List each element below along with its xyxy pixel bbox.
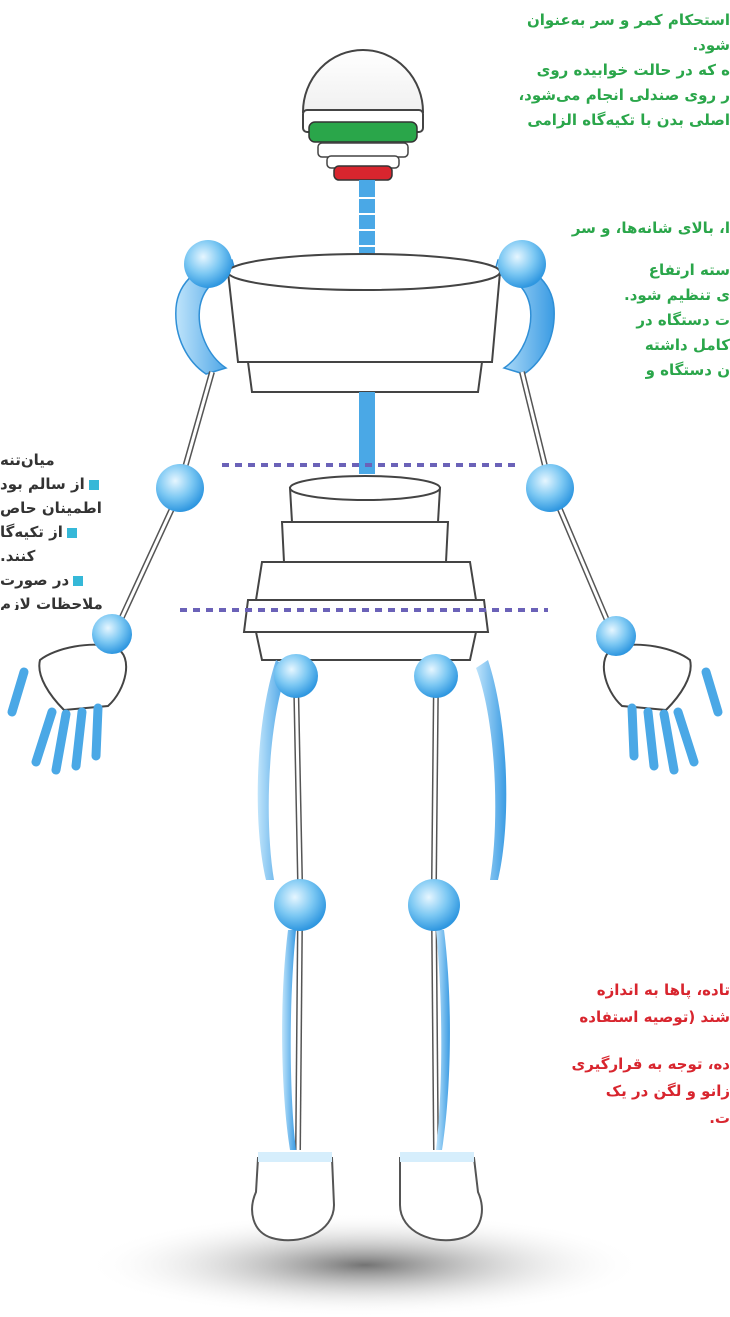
- left-text-line: کنند.: [0, 544, 103, 568]
- right-green-text-line: کامل داشته: [624, 333, 730, 358]
- bullet-square-icon: [67, 528, 77, 538]
- left-text-clip: میان‌تنه از سالم بود اطمینان حاص از تکیه…: [0, 448, 132, 610]
- left-text-line: از تکیه‌گا: [0, 520, 103, 544]
- red-text-line: ده، توجه به قرارگیری: [572, 1051, 730, 1078]
- top-text-line: شود.: [518, 33, 730, 58]
- left-text-line: از سالم بود: [0, 472, 103, 496]
- robot-head: [303, 50, 423, 180]
- red-text-block: تاده، پاها به اندازه شند (توصیه استفاده …: [572, 977, 730, 1132]
- robot-chest: [228, 254, 500, 392]
- red-text-line: تاده، پاها به اندازه: [572, 977, 730, 1004]
- top-text-line: ر روی صندلی انجام می‌شود،: [518, 83, 730, 108]
- top-text-line: ه که در حالت خوابیده روی: [518, 58, 730, 83]
- red-text-line: زانو و لگن در یک: [572, 1078, 730, 1105]
- right-hand: [604, 645, 718, 770]
- left-elbow-joint: [156, 464, 204, 512]
- left-hip-joint: [274, 654, 318, 698]
- left-knee-joint: [274, 879, 326, 931]
- right-green-text-line: ی تنظیم شود.: [624, 283, 730, 308]
- red-text-line: ت.: [572, 1105, 730, 1132]
- waist-spine: [359, 392, 375, 474]
- right-green-text-block: سته ارتفاع ی تنظیم شود. ت دستگاه در کامل…: [624, 258, 730, 383]
- shoulder-text: ا، بالای شانه‌ها، و سر: [572, 216, 730, 241]
- left-wrist-joint: [92, 614, 132, 654]
- right-green-text-line: سته ارتفاع: [624, 258, 730, 283]
- left-hand: [12, 645, 126, 770]
- robot-abdomen: [282, 476, 448, 562]
- right-knee-joint: [408, 879, 460, 931]
- red-text-line: شند (توصیه استفاده: [572, 1004, 730, 1031]
- bullet-square-icon: [73, 576, 83, 586]
- shoulder-text-line: ا، بالای شانه‌ها، و سر: [572, 216, 730, 241]
- right-green-text-line: ت دستگاه در: [624, 308, 730, 333]
- right-wrist-joint: [596, 616, 636, 656]
- top-text-block: استحکام کمر و سر به‌عنوان شود. ه که در ح…: [518, 8, 730, 133]
- top-text-line: استحکام کمر و سر به‌عنوان: [518, 8, 730, 33]
- right-hip-joint: [414, 654, 458, 698]
- left-foot: [252, 1152, 334, 1240]
- right-elbow-joint: [526, 464, 574, 512]
- left-text-title: میان‌تنه: [0, 448, 103, 472]
- left-text-block: میان‌تنه از سالم بود اطمینان حاص از تکیه…: [0, 448, 103, 610]
- red-text-line: [572, 1031, 730, 1051]
- right-foot: [400, 1152, 482, 1240]
- left-shoulder-joint: [184, 240, 232, 288]
- bullet-square-icon: [89, 480, 99, 490]
- left-text-line: اطمینان حاص: [0, 496, 103, 520]
- right-shoulder-joint: [498, 240, 546, 288]
- left-text-line: در صورت: [0, 568, 103, 592]
- left-text-line: ملاحظات لازم: [0, 592, 103, 610]
- top-text-line: اصلی بدن با تکیه‌گاه الزامی: [518, 108, 730, 133]
- floor-shadow: [85, 1213, 645, 1317]
- right-green-text-line: ن دستگاه و: [624, 358, 730, 383]
